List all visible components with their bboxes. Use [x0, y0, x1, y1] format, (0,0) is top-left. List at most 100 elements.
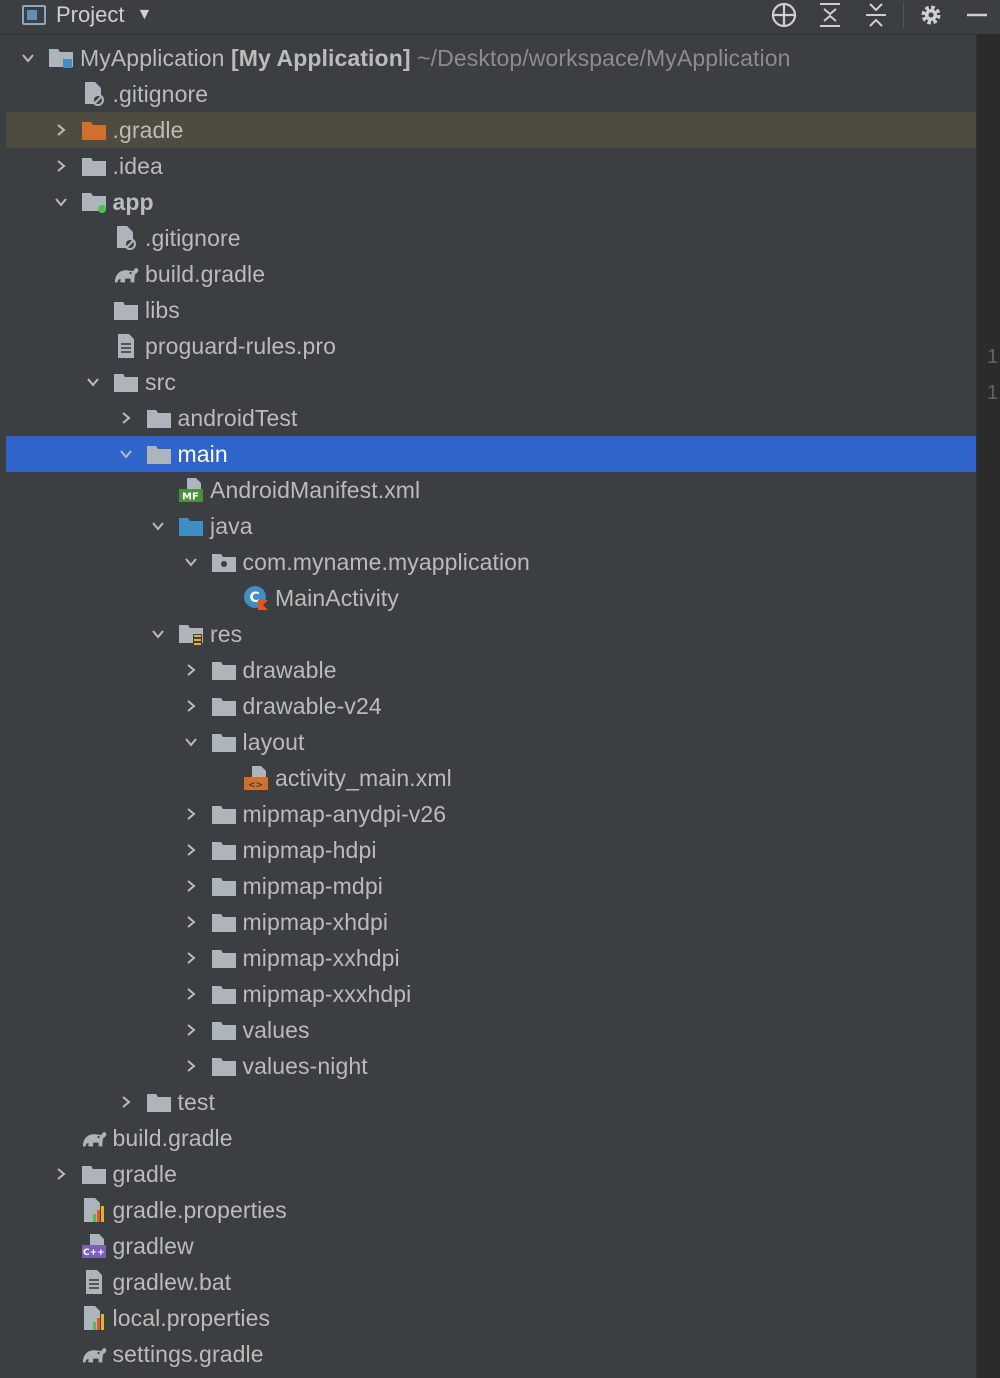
- tree-arrow-spacer: [83, 264, 103, 284]
- tree-row-java[interactable]: java: [6, 508, 976, 544]
- tree-item-name: mipmap-xhdpi: [242, 908, 389, 935]
- tree-item-label: gradle.properties: [113, 1197, 287, 1224]
- tree-row-gradle[interactable]: gradle: [6, 1156, 976, 1192]
- tree-item-label: drawable-v24: [243, 693, 382, 720]
- tree-row-app[interactable]: app: [6, 184, 976, 220]
- tree-row-mipmap-anydpi-v26[interactable]: mipmap-anydpi-v26: [6, 796, 976, 832]
- chevron-right-icon[interactable]: [116, 1092, 136, 1112]
- tree-item-label: mipmap-xxhdpi: [243, 945, 400, 972]
- tree-row-res[interactable]: res: [6, 616, 976, 652]
- toolbar-actions: [761, 0, 1000, 30]
- chevron-right-icon[interactable]: [181, 876, 201, 896]
- chevron-right-icon[interactable]: [51, 120, 71, 140]
- tree-row-main[interactable]: main: [6, 436, 976, 472]
- text-file-icon: [81, 1270, 107, 1294]
- tree-item-name: settings.gradle: [112, 1340, 264, 1367]
- chevron-right-icon[interactable]: [51, 156, 71, 176]
- folder-icon: [211, 694, 237, 718]
- tree-item-label: res: [210, 621, 242, 648]
- chevron-right-icon[interactable]: [181, 804, 201, 824]
- shell-script-icon: C++: [81, 1234, 107, 1258]
- tree-row-proguard-rules-pro[interactable]: proguard-rules.pro: [6, 328, 976, 364]
- tree-row-values[interactable]: values: [6, 1012, 976, 1048]
- chevron-right-icon[interactable]: [181, 912, 201, 932]
- tree-row-test[interactable]: test: [6, 1084, 976, 1120]
- chevron-right-icon[interactable]: [181, 840, 201, 860]
- folder-icon: [81, 1162, 107, 1186]
- tree-row-mipmap-mdpi[interactable]: mipmap-mdpi: [6, 868, 976, 904]
- chevron-right-icon[interactable]: [181, 696, 201, 716]
- tree-row-com-myname-myapplication[interactable]: com.myname.myapplication: [6, 544, 976, 580]
- tree-row-build-gradle[interactable]: build.gradle: [6, 256, 976, 292]
- chevron-down-icon[interactable]: [51, 192, 71, 212]
- kotlin-class-icon: C: [243, 586, 269, 610]
- tree-row--idea[interactable]: .idea: [6, 148, 976, 184]
- tree-row-gradlew-bat[interactable]: gradlew.bat: [6, 1264, 976, 1300]
- svg-text:MF: MF: [182, 492, 199, 503]
- ignore-file-icon: [81, 82, 107, 106]
- chevron-right-icon[interactable]: [51, 1164, 71, 1184]
- minimize-icon[interactable]: [954, 0, 1000, 30]
- folder-icon: [211, 658, 237, 682]
- tree-row-mipmap-xxxhdpi[interactable]: mipmap-xxxhdpi: [6, 976, 976, 1012]
- tree-row-activity-main-xml[interactable]: <>activity_main.xml: [6, 760, 976, 796]
- module-icon: [48, 46, 74, 70]
- tree-row-settings-gradle[interactable]: settings.gradle: [6, 1336, 976, 1372]
- folder-icon: [211, 874, 237, 898]
- folder-blue-icon: [178, 514, 204, 538]
- tree-row-drawable-v24[interactable]: drawable-v24: [6, 688, 976, 724]
- project-view-selector[interactable]: Project ▼: [22, 0, 152, 30]
- tree-arrow-spacer: [83, 300, 103, 320]
- tree-row--gitignore[interactable]: .gitignore: [6, 220, 976, 256]
- tree-row-libs[interactable]: libs: [6, 292, 976, 328]
- tree-row--gradle[interactable]: .gradle: [6, 112, 976, 148]
- chevron-right-icon[interactable]: [181, 1020, 201, 1040]
- chevron-down-icon[interactable]: [116, 444, 136, 464]
- chevron-right-icon[interactable]: [181, 948, 201, 968]
- tree-row-mipmap-xxhdpi[interactable]: mipmap-xxhdpi: [6, 940, 976, 976]
- tree-row-gradle-properties[interactable]: gradle.properties: [6, 1192, 976, 1228]
- tree-row--gitignore[interactable]: .gitignore: [6, 76, 976, 112]
- folder-icon: [211, 838, 237, 862]
- chevron-down-icon[interactable]: [18, 48, 38, 68]
- tree-item-name: AndroidManifest.xml: [210, 476, 421, 503]
- tree-row-gradlew[interactable]: C++gradlew: [6, 1228, 976, 1264]
- package-icon: [211, 550, 237, 574]
- tree-row-layout[interactable]: layout: [6, 724, 976, 760]
- chevron-right-icon[interactable]: [181, 984, 201, 1004]
- tree-row-build-gradle[interactable]: build.gradle: [6, 1120, 976, 1156]
- tree-row-drawable[interactable]: drawable: [6, 652, 976, 688]
- chevron-down-icon[interactable]: [181, 732, 201, 752]
- chevron-down-icon[interactable]: [181, 552, 201, 572]
- tree-item-label: AndroidManifest.xml: [210, 477, 420, 504]
- tree-arrow-spacer: [51, 1128, 71, 1148]
- chevron-right-icon[interactable]: [116, 408, 136, 428]
- tree-row-androidmanifest-xml[interactable]: MF AndroidManifest.xml: [6, 472, 976, 508]
- tree-item-name: gradle: [112, 1160, 178, 1187]
- tree-row-mipmap-xhdpi[interactable]: mipmap-xhdpi: [6, 904, 976, 940]
- crosshair-icon[interactable]: [761, 0, 807, 30]
- chevron-down-icon[interactable]: [148, 624, 168, 644]
- chevron-down-icon[interactable]: [148, 516, 168, 536]
- text-file-icon: [113, 334, 139, 358]
- folder-icon: [81, 154, 107, 178]
- tree-row-mipmap-hdpi[interactable]: mipmap-hdpi: [6, 832, 976, 868]
- project-window-icon: [22, 5, 46, 25]
- tree-row-values-night[interactable]: values-night: [6, 1048, 976, 1084]
- tree-row-myapplication[interactable]: MyApplication [My Application] ~/Desktop…: [6, 40, 976, 76]
- chevron-right-icon[interactable]: [181, 660, 201, 680]
- folder-icon: [146, 406, 172, 430]
- tree-item-name: .gitignore: [145, 224, 241, 251]
- chevron-down-icon[interactable]: [83, 372, 103, 392]
- tree-item-name: .gitignore: [112, 80, 209, 107]
- tree-item-name: local.properties: [112, 1304, 271, 1331]
- collapse-all-icon[interactable]: [853, 0, 899, 30]
- expand-all-icon[interactable]: [807, 0, 853, 30]
- gear-icon[interactable]: [908, 0, 954, 30]
- tree-row-src[interactable]: src: [6, 364, 976, 400]
- tree-row-androidtest[interactable]: androidTest: [6, 400, 976, 436]
- tree-item-label: app: [113, 189, 154, 216]
- chevron-right-icon[interactable]: [181, 1056, 201, 1076]
- tree-row-local-properties[interactable]: local.properties: [6, 1300, 976, 1336]
